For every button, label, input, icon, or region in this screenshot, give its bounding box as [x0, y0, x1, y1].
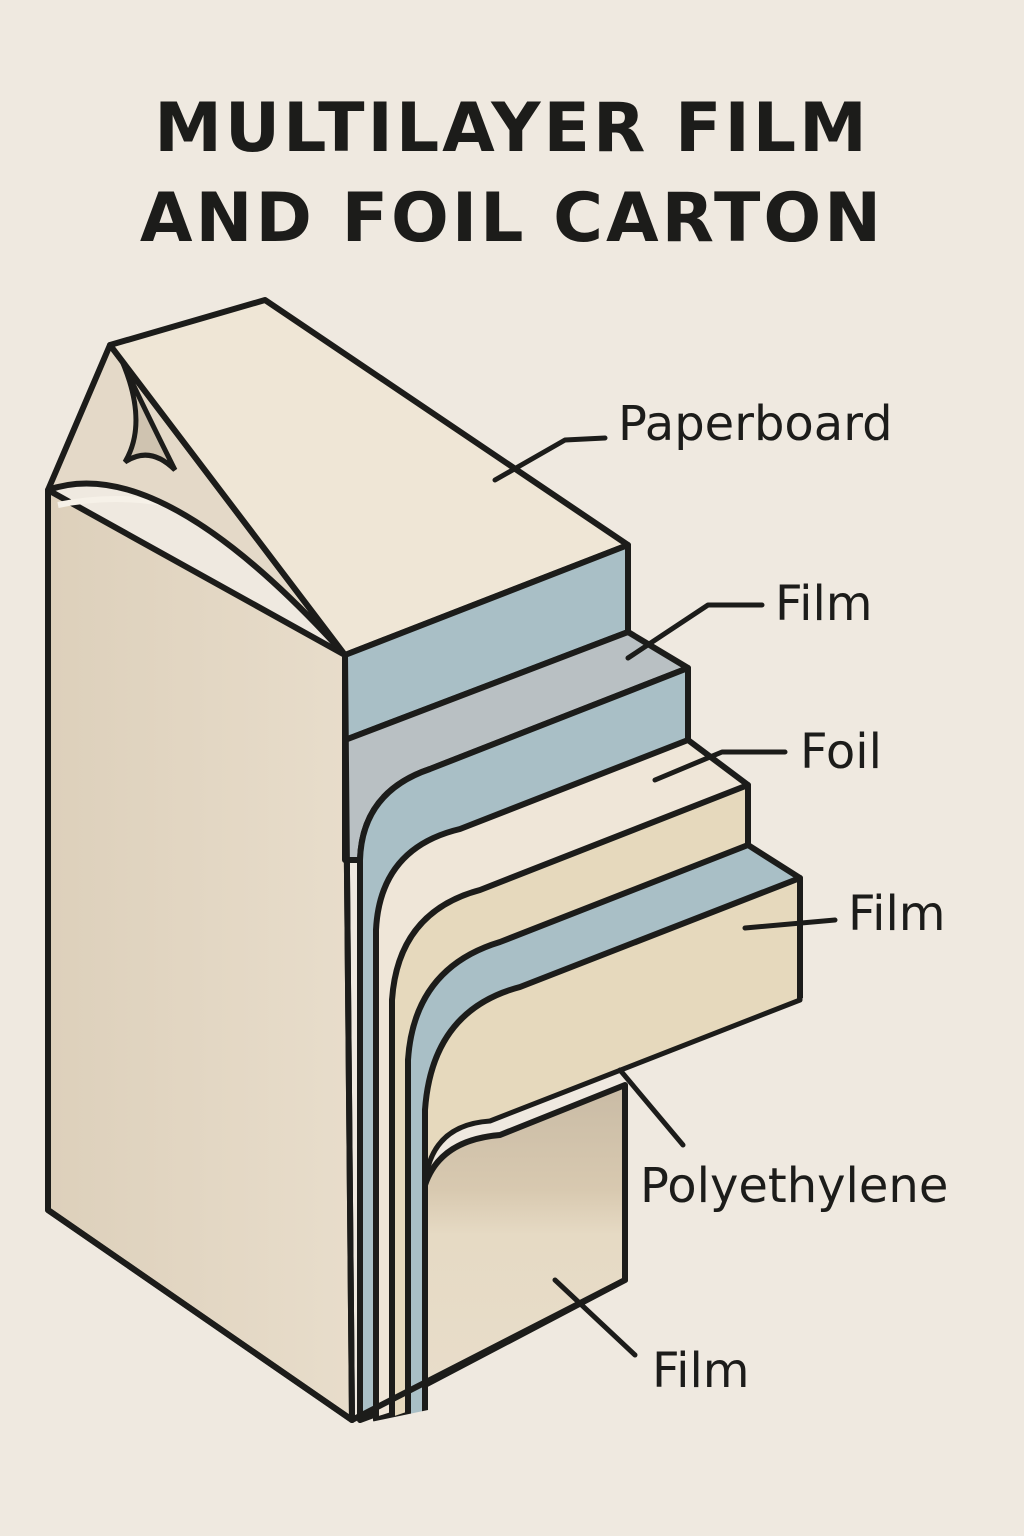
- title-line-2: AND FOIL CARTON: [139, 179, 885, 258]
- label-film-2: Film: [848, 886, 946, 942]
- title-line-1: MULTILAYER FILM: [154, 89, 870, 168]
- layer-strip-lines: [342, 652, 428, 1423]
- carton-bottom-edge: [45, 1097, 628, 1423]
- label-polyethylene: Polyethylene: [640, 1158, 949, 1214]
- label-paperboard: Paperboard: [618, 396, 893, 452]
- leader-film-1: [625, 602, 765, 661]
- leader-polyethylene: [617, 1067, 686, 1148]
- label-foil: Foil: [800, 724, 882, 780]
- carton-gable: [45, 342, 348, 658]
- label-film-1: Film: [775, 576, 873, 632]
- leader-film-3: [552, 1277, 638, 1358]
- leader-foil: [652, 749, 788, 783]
- leader-paperboard: [492, 435, 608, 483]
- label-film-3: Film: [652, 1343, 750, 1399]
- leader-film-2: [742, 917, 838, 931]
- gable-fold: [115, 350, 178, 472]
